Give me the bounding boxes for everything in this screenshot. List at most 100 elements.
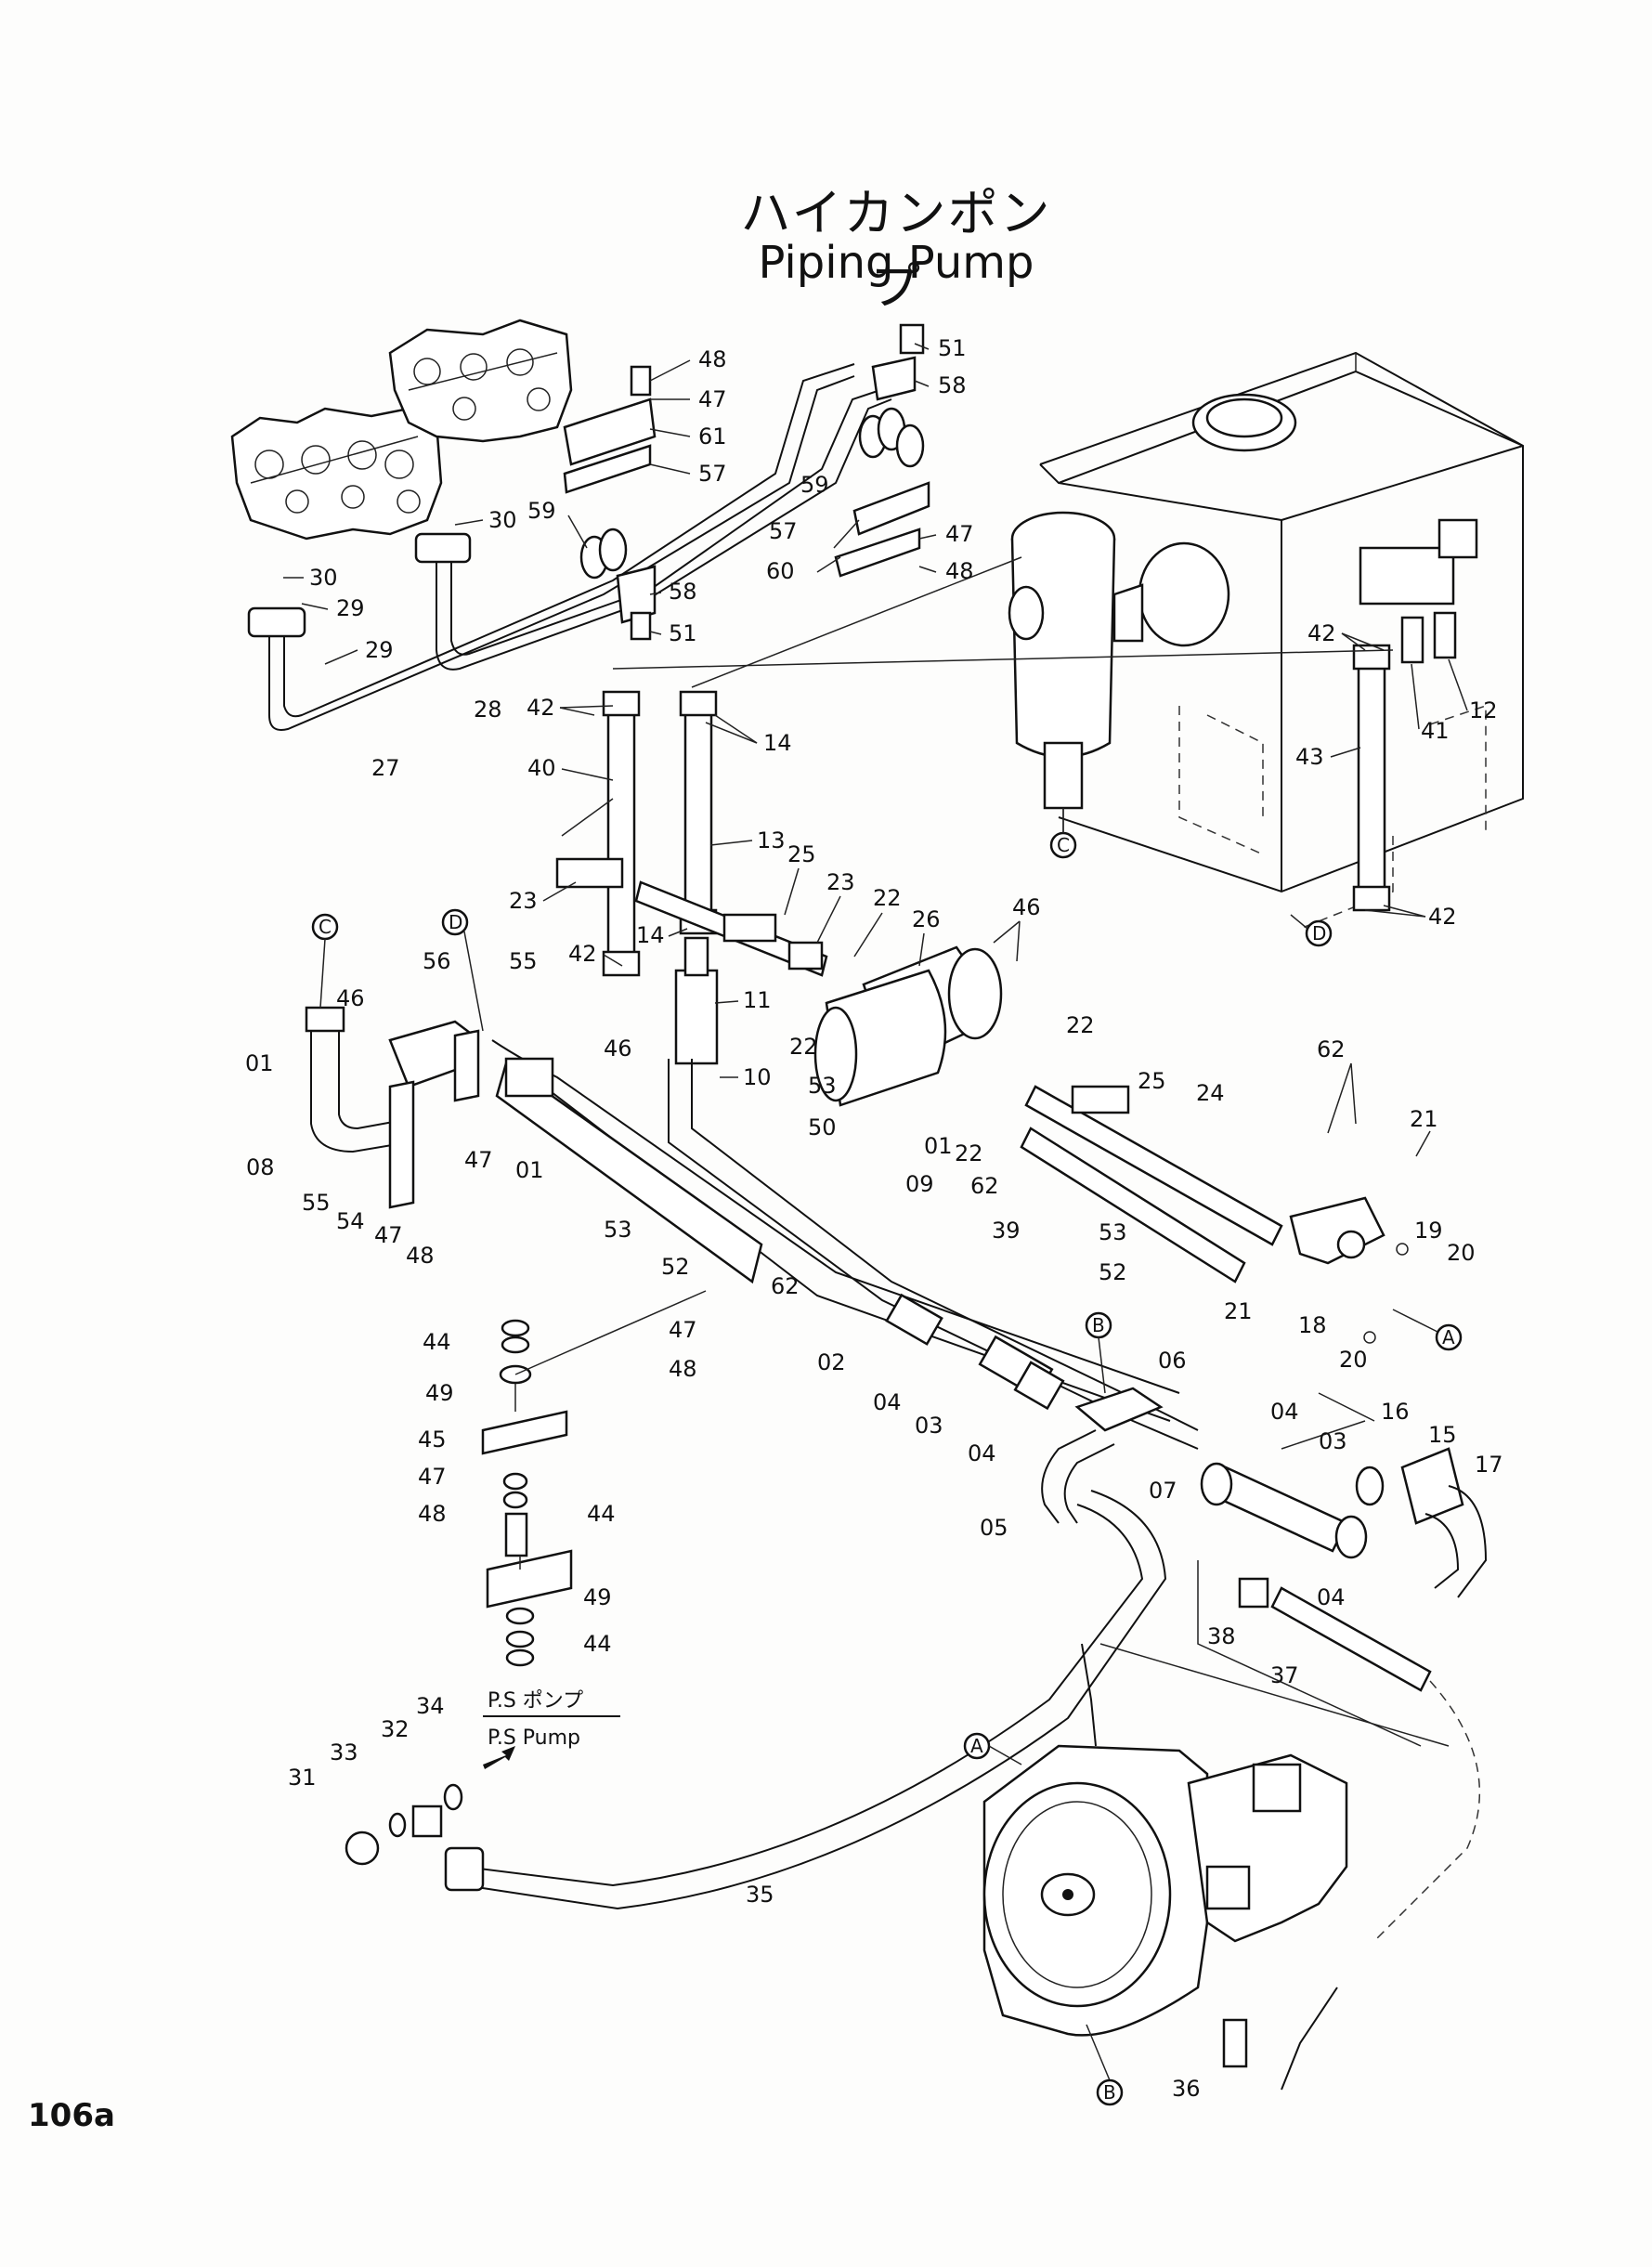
control-valve-left bbox=[230, 407, 443, 541]
ref-marker-d bbox=[441, 908, 469, 936]
callout-11: 11 bbox=[743, 987, 772, 1013]
control-valve-right bbox=[388, 319, 573, 443]
callout-53: 53 bbox=[1099, 1219, 1127, 1245]
callout-47: 47 bbox=[698, 386, 727, 412]
callout-30: 30 bbox=[488, 507, 517, 533]
callout-42: 42 bbox=[1307, 620, 1336, 646]
hose-13 bbox=[679, 690, 718, 935]
callout-38: 38 bbox=[1207, 1623, 1236, 1649]
callout-32: 32 bbox=[381, 1716, 410, 1742]
flange-06-pipe-05 bbox=[1041, 1387, 1164, 1524]
title-english: Piping Pump bbox=[758, 237, 1034, 289]
callout-23: 23 bbox=[826, 869, 855, 895]
callout-20: 20 bbox=[1447, 1240, 1476, 1266]
callout-44: 44 bbox=[423, 1329, 451, 1355]
callout-25: 25 bbox=[787, 841, 816, 867]
callout-13: 13 bbox=[757, 827, 786, 853]
callout-41: 41 bbox=[1421, 718, 1450, 744]
callout-29: 29 bbox=[365, 637, 394, 663]
callout-04: 04 bbox=[1270, 1399, 1299, 1425]
callout-48: 48 bbox=[698, 346, 727, 372]
callout-60: 60 bbox=[766, 558, 795, 584]
callout-20: 20 bbox=[1339, 1347, 1368, 1373]
callout-42: 42 bbox=[527, 695, 555, 721]
title-japanese: ハイカンポンプ bbox=[740, 184, 1052, 316]
callout-04: 04 bbox=[873, 1389, 902, 1415]
callout-18: 18 bbox=[1298, 1312, 1327, 1338]
pipe-27 bbox=[247, 363, 855, 731]
callout-44: 44 bbox=[587, 1501, 616, 1527]
callout-48: 48 bbox=[669, 1356, 697, 1382]
callout-22: 22 bbox=[789, 1034, 818, 1060]
callout-27: 27 bbox=[371, 755, 400, 781]
callout-53: 53 bbox=[604, 1217, 632, 1243]
callout-59: 59 bbox=[800, 472, 829, 498]
callout-21: 21 bbox=[1224, 1298, 1253, 1324]
arrow-icon bbox=[483, 1746, 515, 1769]
callout-05: 05 bbox=[980, 1515, 1008, 1541]
callout-01: 01 bbox=[924, 1133, 953, 1159]
hose-37 bbox=[1238, 1577, 1481, 1942]
callout-43: 43 bbox=[1295, 744, 1324, 770]
ref-marker-c-label: C bbox=[319, 916, 332, 938]
ref-marker-a-label: A bbox=[1442, 1326, 1455, 1348]
main-pump bbox=[982, 1643, 1348, 2091]
callout-22: 22 bbox=[955, 1140, 983, 1166]
callout-45: 45 bbox=[418, 1427, 447, 1453]
callout-58: 58 bbox=[669, 579, 697, 605]
callout-46: 46 bbox=[1012, 894, 1041, 920]
suction-filter bbox=[1008, 511, 1144, 836]
hose-03-right bbox=[1200, 1462, 1368, 1559]
fitting-10-11 bbox=[674, 936, 719, 1065]
callout-55: 55 bbox=[509, 948, 538, 974]
callout-49: 49 bbox=[583, 1584, 612, 1610]
callout-51: 51 bbox=[669, 620, 697, 646]
callout-51: 51 bbox=[938, 335, 967, 361]
ref-marker-a-label: A bbox=[970, 1735, 983, 1757]
callout-52: 52 bbox=[1099, 1259, 1127, 1285]
callout-42: 42 bbox=[568, 941, 597, 967]
callout-34: 34 bbox=[416, 1693, 445, 1719]
elbow-15 bbox=[1355, 1447, 1488, 1598]
ref-marker-d-label: D bbox=[1312, 922, 1326, 945]
callout-36: 36 bbox=[1172, 2076, 1201, 2102]
callout-44: 44 bbox=[583, 1631, 612, 1657]
page-number: 106a bbox=[28, 2097, 115, 2134]
ref-marker-d-label: D bbox=[449, 911, 462, 933]
reference-markers: C D C D A B A B bbox=[311, 808, 1463, 2106]
note-jp: P.S ポンプ bbox=[488, 1689, 583, 1713]
oil-cooler-26 bbox=[813, 945, 1003, 1107]
callout-56: 56 bbox=[423, 948, 451, 974]
callout-57: 57 bbox=[698, 461, 727, 487]
callout-39: 39 bbox=[992, 1218, 1021, 1244]
callout-58: 58 bbox=[938, 372, 967, 398]
callout-57: 57 bbox=[769, 518, 798, 544]
hose-25-upper bbox=[555, 857, 828, 977]
ps-pump-note: P.S ポンプ P.S Pump bbox=[483, 1689, 620, 1769]
pipe-02-03 bbox=[668, 1059, 1199, 1450]
hydraulic-tank bbox=[1039, 351, 1524, 930]
callout-35: 35 bbox=[746, 1882, 774, 1908]
callout-62: 62 bbox=[1317, 1036, 1346, 1062]
callout-14: 14 bbox=[636, 922, 665, 948]
callout-14: 14 bbox=[763, 730, 792, 756]
callout-01: 01 bbox=[245, 1050, 274, 1076]
callout-47: 47 bbox=[464, 1147, 493, 1173]
tee-block-18-19 bbox=[1289, 1196, 1409, 1344]
pipe-28 bbox=[414, 385, 892, 671]
callout-46: 46 bbox=[604, 1036, 632, 1062]
callout-15: 15 bbox=[1428, 1422, 1457, 1448]
callout-04: 04 bbox=[1317, 1584, 1346, 1610]
fittings-31-34 bbox=[345, 1783, 463, 1866]
callout-62: 62 bbox=[970, 1173, 999, 1199]
hose-24 bbox=[1020, 1085, 1283, 1283]
callout-07: 07 bbox=[1149, 1478, 1177, 1504]
ref-marker-b-label: B bbox=[1103, 2081, 1116, 2104]
hose-40 bbox=[602, 690, 641, 977]
callout-03: 03 bbox=[1319, 1428, 1347, 1454]
callout-21: 21 bbox=[1410, 1106, 1438, 1132]
ref-marker-b-label: B bbox=[1092, 1314, 1105, 1336]
callout-09: 09 bbox=[905, 1171, 934, 1197]
callout-22: 22 bbox=[1066, 1012, 1095, 1038]
